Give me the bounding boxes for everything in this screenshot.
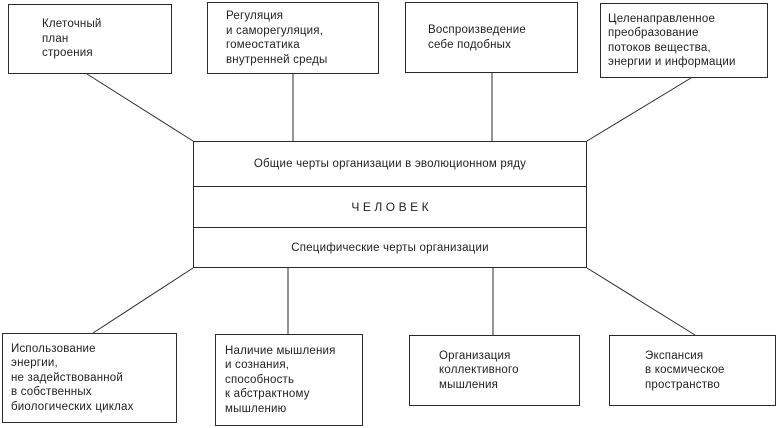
connector-cell-plan [86, 73, 194, 142]
box-transformation: Целенаправленное преобразование потоков … [600, 3, 768, 78]
box-thinking: Наличие мышления и сознания, способность… [215, 334, 363, 426]
common-traits-row: Общие черты организации в эволюционном р… [194, 142, 586, 187]
box-energy-use: Использование энергии, не задействованно… [2, 333, 177, 423]
box-collective-label: Организация коллективного мышления [439, 349, 519, 391]
box-cell-plan-label: Клеточный план строения [42, 18, 102, 60]
box-cell-plan: Клеточный план строения [8, 4, 172, 74]
specific-traits-row: Специфические черты организации [194, 228, 586, 267]
connector-transformation [586, 77, 692, 142]
subject-row: ЧЕЛОВЕК [194, 187, 586, 228]
box-expansion-label: Экспансия в космическое пространство [645, 349, 725, 391]
box-expansion: Экспансия в космическое пространство [609, 335, 776, 406]
box-reproduction: Воспроизведение себе подобных [405, 2, 578, 73]
connector-expansion [586, 267, 696, 336]
box-regulation: Регуляция и саморегуляция, гомеостатика … [207, 2, 379, 74]
connector-energy-use [92, 267, 194, 334]
subject-label: ЧЕЛОВЕК [351, 200, 433, 214]
box-energy-use-label: Использование энергии, не задействованно… [11, 342, 134, 413]
specific-traits-label: Специфические черты организации [291, 241, 489, 254]
box-regulation-label: Регуляция и саморегуляция, гомеостатика … [226, 10, 328, 66]
box-thinking-label: Наличие мышления и сознания, способность… [225, 344, 336, 415]
common-traits-label: Общие черты организации в эволюционном р… [253, 158, 527, 170]
box-transformation-label: Целенаправленное преобразование потоков … [608, 12, 736, 69]
box-collective: Организация коллективного мышления [409, 335, 580, 406]
box-reproduction-label: Воспроизведение себе подобных [428, 24, 526, 51]
center-stack: Общие черты организации в эволюционном р… [193, 141, 587, 268]
